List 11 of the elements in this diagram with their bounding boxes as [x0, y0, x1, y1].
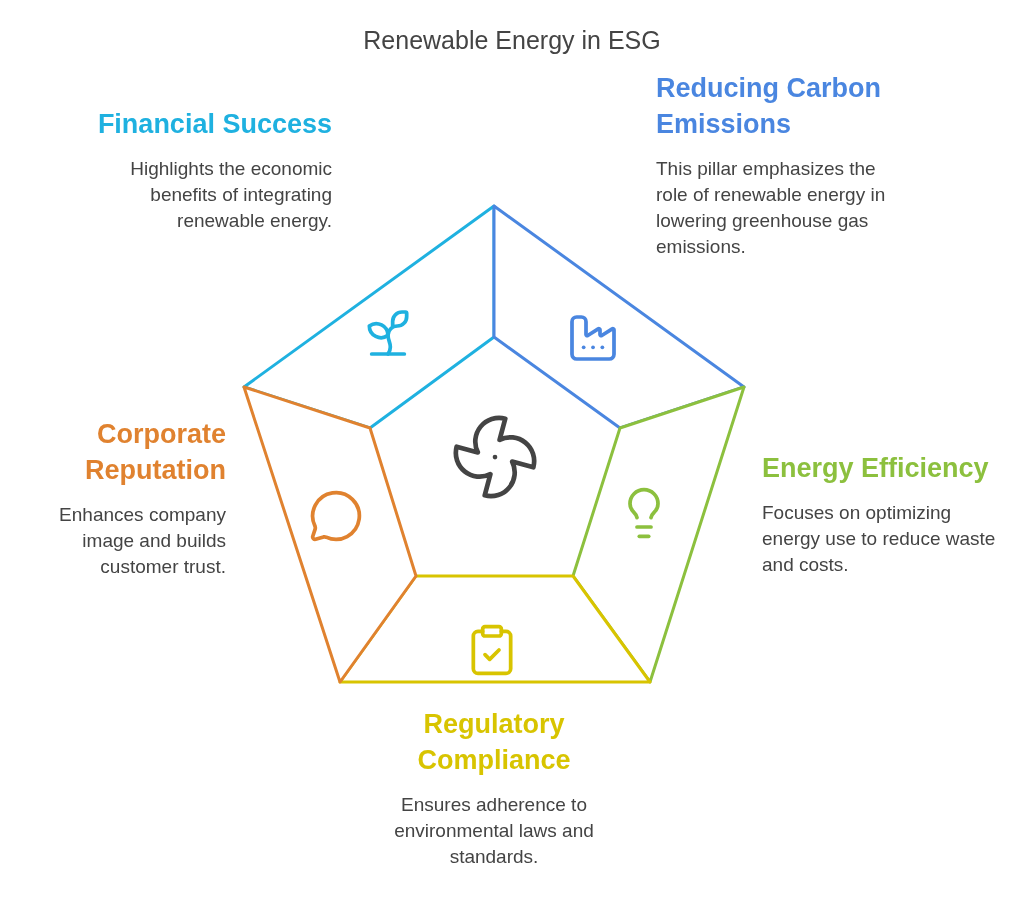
pillar-description: Ensures adherence to environmental laws and standards. — [393, 793, 595, 869]
diagram-title: Renewable Energy in ESG — [363, 25, 661, 56]
pillar-heading: Corporate Reputation — [84, 418, 226, 487]
pillar-description: Highlights the economic benefits of integrating renewable energy. — [129, 157, 332, 233]
pillar-description: Focuses on optimizing energy use to reduce waste and costs. — [762, 501, 997, 577]
pillar-description: This pillar emphasizes the role of renewable energy in lowering greenhouse gas emissions. — [656, 157, 886, 259]
pillar-description: Enhances company image and builds customer trust. — [58, 503, 226, 579]
pillar-heading: Energy Efficiency — [762, 452, 989, 485]
pillar-heading: Financial Success — [97, 108, 332, 141]
pillar-heading: Reducing Carbon Emissions — [656, 72, 882, 141]
pillar-heading: Regulatory Compliance — [416, 708, 572, 777]
